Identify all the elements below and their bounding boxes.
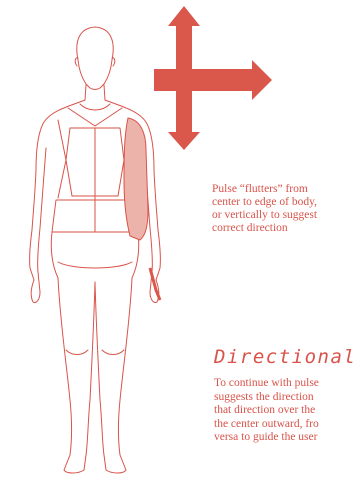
caption-line: correct direction: [212, 222, 317, 235]
caption-line: or vertically to suggest: [212, 209, 317, 222]
body-line: suggests the direction: [214, 391, 319, 405]
section-body: To continue with pulse suggests the dire…: [214, 377, 319, 445]
haptic-zone-right-side-icon: [124, 118, 160, 300]
caption-line: Pulse “flutters” from: [212, 183, 317, 196]
body-line: the center outward, fro: [214, 418, 319, 432]
body-line: To continue with pulse: [214, 377, 319, 391]
section-heading: Directional: [214, 346, 356, 368]
pulse-caption: Pulse “flutters” from center to edge of …: [212, 183, 317, 235]
caption-line: center to edge of body,: [212, 196, 317, 209]
body-line: that direction over the: [214, 404, 319, 418]
body-line: versa to guide the user: [214, 431, 319, 445]
four-way-arrow-icon: [154, 6, 272, 150]
human-body-figure-icon: [30, 27, 161, 473]
